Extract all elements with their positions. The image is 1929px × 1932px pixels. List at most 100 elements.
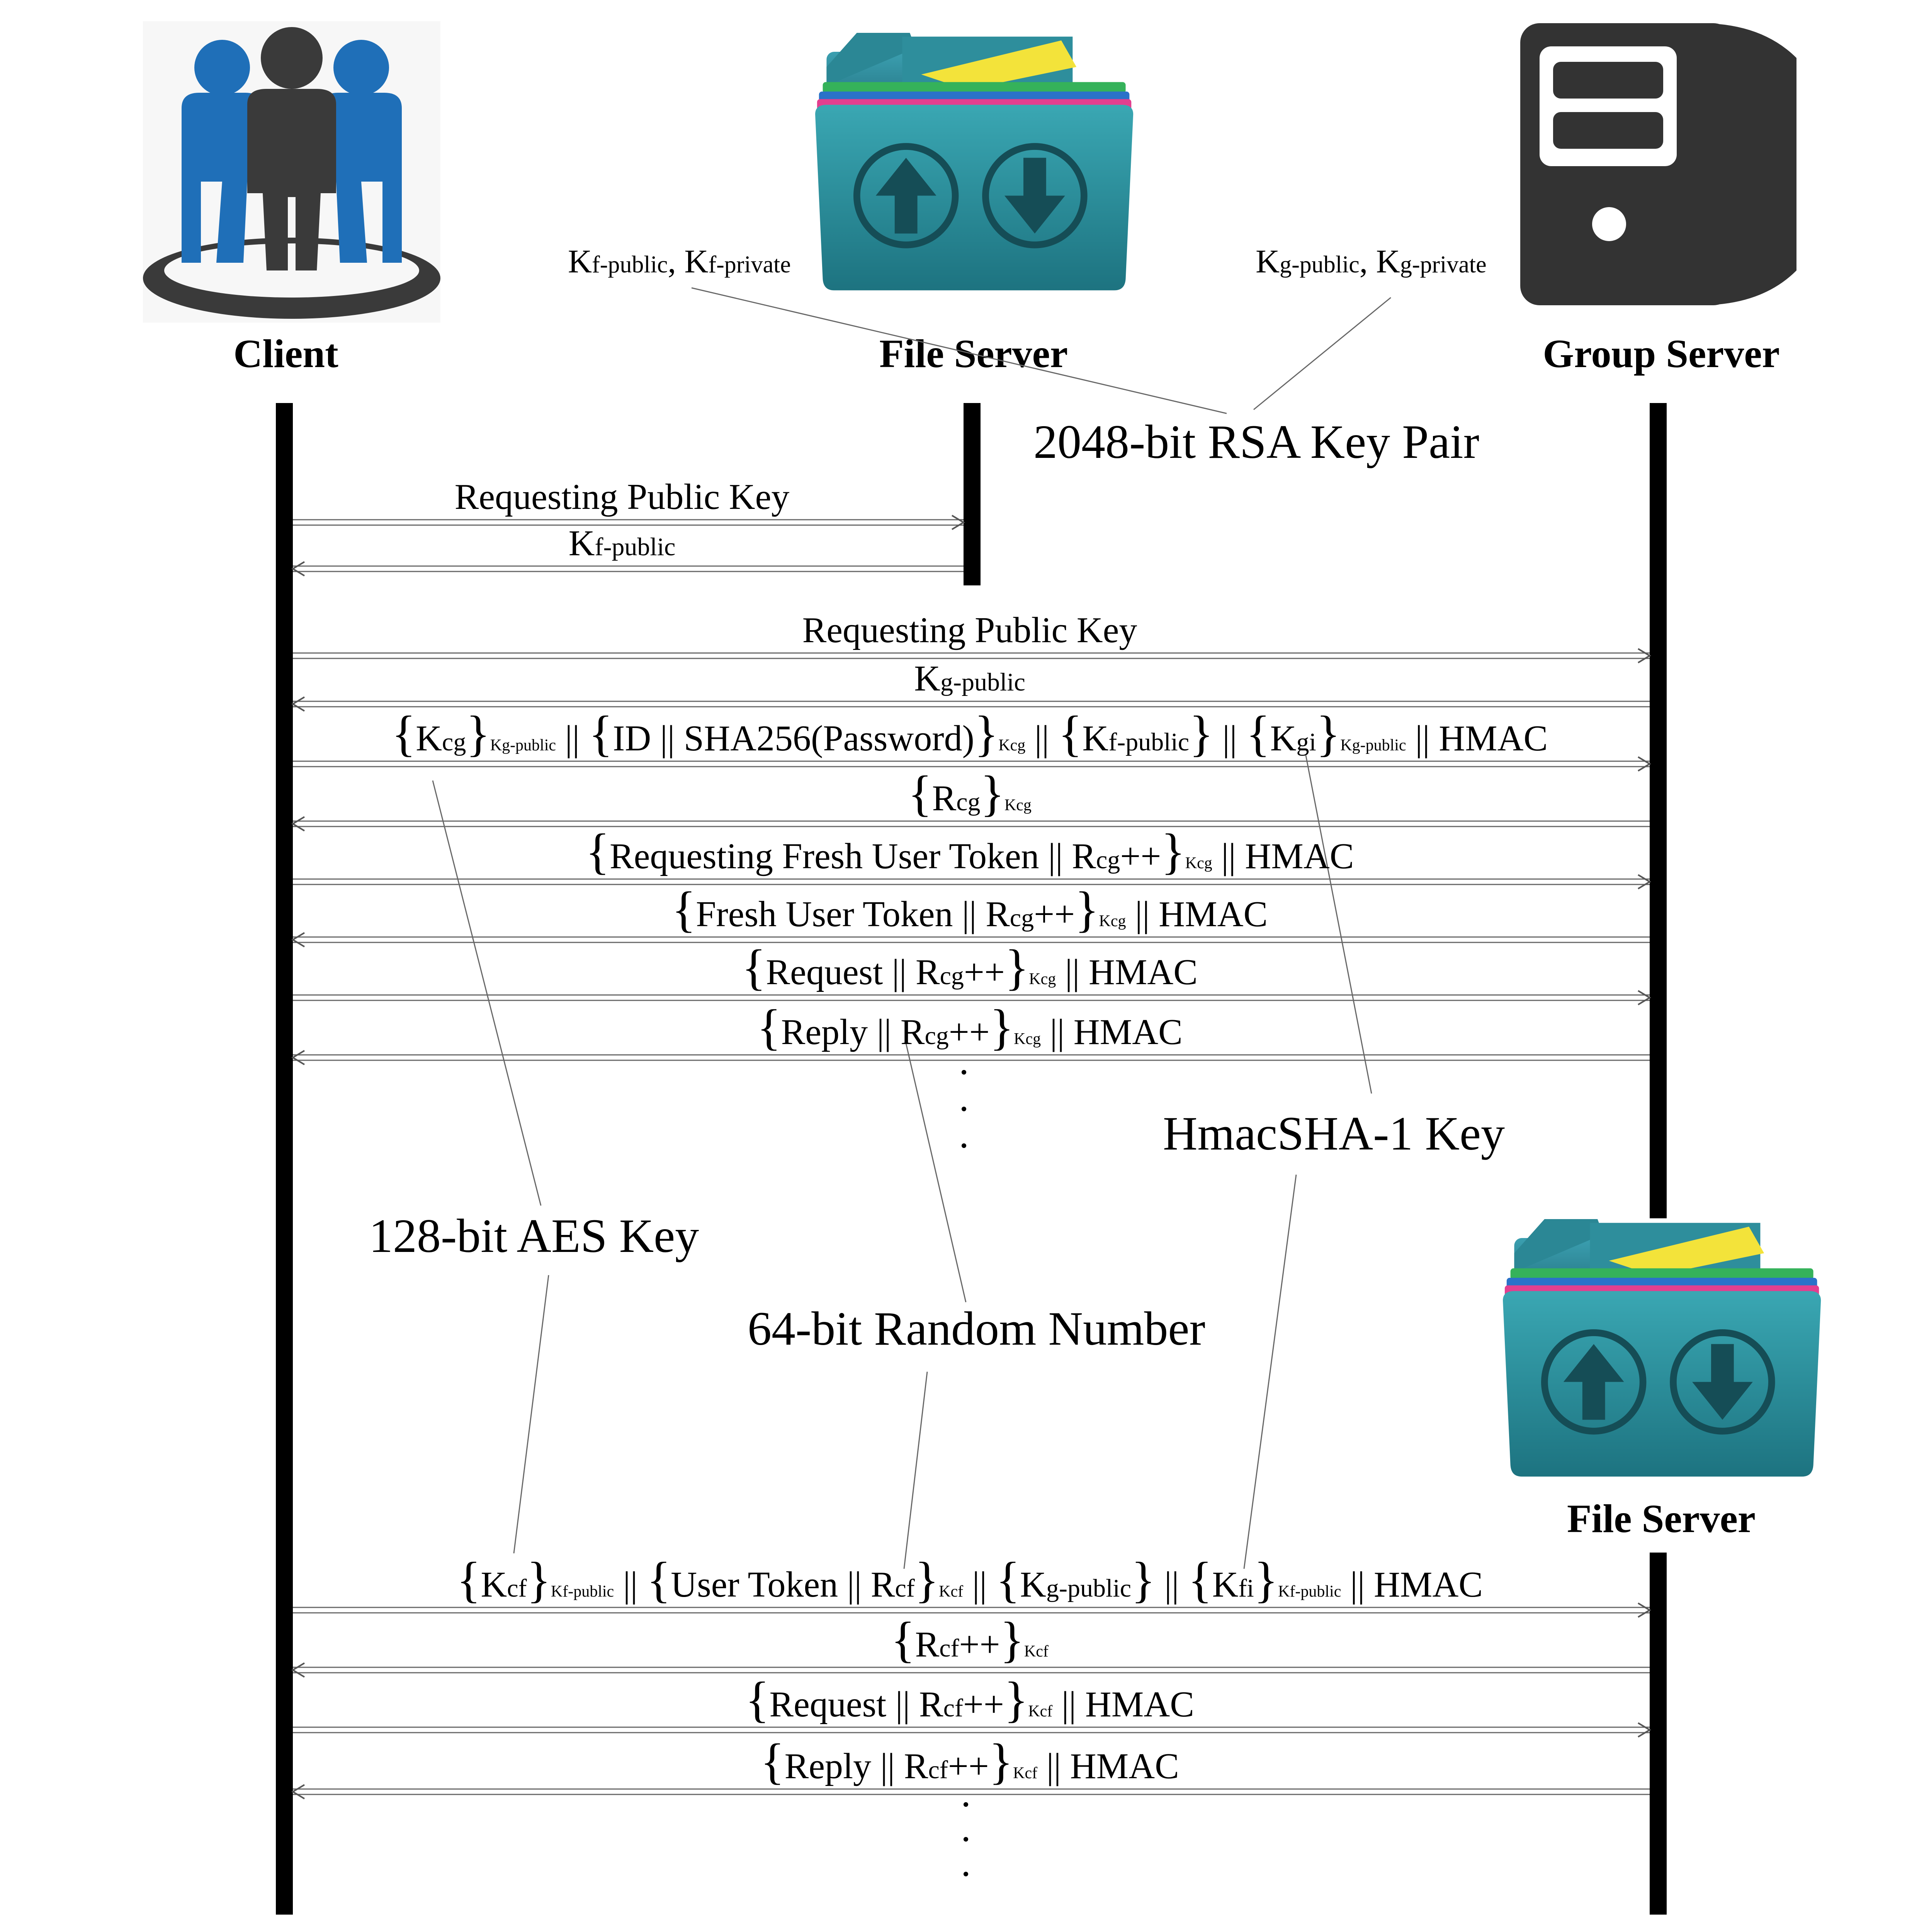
subscript-text: cg (1010, 904, 1034, 932)
arrowhead-right (951, 515, 965, 530)
brace-glyph: { (1188, 1552, 1212, 1608)
message-text: K (416, 718, 442, 759)
subscript-text: cf (895, 1574, 914, 1602)
brace-glyph: } (915, 1552, 939, 1608)
subscript-text: Kcg (1004, 796, 1032, 814)
message-text: || HMAC (1341, 1565, 1483, 1605)
client-group-icon (143, 21, 440, 323)
message-text: K (1020, 1565, 1046, 1605)
subscript-text: f-public (1108, 728, 1189, 756)
brace-glyph: } (1131, 1552, 1155, 1608)
message-text: Requesting Public Key (455, 477, 790, 517)
arrowhead-left (291, 1662, 305, 1678)
subscript-text: cg (956, 788, 980, 816)
subscript-text: fi (1238, 1574, 1254, 1602)
brace-glyph: } (1004, 1672, 1028, 1728)
subscript-text: gi (1297, 728, 1316, 756)
arrowhead-left (291, 561, 305, 577)
message-text: ++ (948, 1746, 989, 1786)
brace-glyph: { (1058, 706, 1082, 762)
brace-glyph: { (647, 1552, 671, 1608)
brace-glyph: { (1246, 706, 1270, 762)
arrowhead-right (1637, 756, 1651, 772)
message-text: K (914, 658, 940, 699)
message-label: {Fresh User Token || Rcg++}Kcg || HMAC (672, 882, 1268, 937)
group-server-label: Group Server (1543, 332, 1779, 376)
message-text: Requesting Public Key (802, 610, 1137, 650)
subscript-text: Kcg (1014, 1030, 1041, 1048)
message-label: Kf-public (569, 523, 676, 563)
message-text: Requesting Fresh User Token || R (610, 836, 1096, 876)
message-text: ID || SHA256(Password) (613, 718, 974, 759)
brace-glyph: } (527, 1552, 551, 1608)
subscript-text: cg (442, 728, 466, 756)
brace-glyph: { (589, 706, 613, 762)
subscript-text: cg (925, 1022, 948, 1050)
brace-glyph: } (1254, 1552, 1278, 1608)
message-text: Reply || R (781, 1012, 925, 1052)
message-text: || HMAC (1037, 1746, 1179, 1786)
subscript-text: cg (940, 962, 964, 990)
message-label: {Kcf}Kf-public || {User Token || Rcf}Kcf… (457, 1552, 1483, 1608)
message-text: K (1270, 718, 1297, 759)
brace-glyph: } (1189, 706, 1213, 762)
arrowhead-right (1637, 1602, 1651, 1618)
message-text: || HMAC (1052, 1684, 1194, 1725)
arrowhead-right (1637, 874, 1651, 889)
message-label: {Reply || Rcg++}Kcg || HMAC (757, 1000, 1183, 1055)
message-label: {Rcf++}Kcf (891, 1612, 1049, 1668)
brace-glyph: } (989, 1734, 1013, 1789)
subscript-text: Kg-public (490, 736, 556, 754)
message-label: {Request || Rcf++}Kcf || HMAC (745, 1672, 1194, 1728)
message-text: || HMAC (1126, 894, 1268, 934)
message-label: Requesting Public Key (455, 477, 790, 517)
brace-glyph: } (981, 766, 1004, 821)
rsa-annotation: 2048-bit RSA Key Pair (1033, 415, 1479, 468)
brace-glyph: } (1075, 882, 1099, 937)
file-server-lifeline (964, 403, 981, 585)
message-text: Reply || R (785, 1746, 928, 1786)
brace-glyph: } (1161, 824, 1185, 879)
message-text: ++ (1120, 836, 1161, 876)
arrowhead-left (291, 1784, 305, 1799)
message-label: {Reply || Rcf++}Kcf || HMAC (760, 1734, 1179, 1789)
group-server-lifeline (1650, 403, 1667, 1218)
message-text: K (481, 1565, 507, 1605)
subscript-text: cg (1096, 846, 1120, 874)
message-text: K (1082, 718, 1108, 759)
brace-glyph: { (745, 1672, 769, 1728)
message-text: ++ (949, 1012, 990, 1052)
aes-annotation: 128-bit AES Key (369, 1209, 699, 1262)
brace-glyph: { (908, 766, 932, 821)
ellipsis-dots-group-server (962, 1070, 966, 1148)
arrowhead-right (1637, 1722, 1651, 1738)
brace-glyph: { (760, 1734, 784, 1789)
brace-glyph: { (891, 1612, 915, 1668)
file-server-keypair-label: Kf-public, Kf-private (568, 243, 791, 280)
brace-glyph: { (392, 706, 416, 762)
message-text: R (915, 1624, 940, 1665)
brace-glyph: { (586, 824, 610, 879)
subscript-text: Kcf (939, 1583, 963, 1600)
brace-glyph: } (974, 706, 998, 762)
arrowhead-right (1637, 990, 1651, 1005)
client-label: Client (233, 332, 338, 376)
file-server-2-folder-icon (1503, 1219, 1821, 1476)
subscript-text: f-public (595, 533, 675, 561)
arrowhead-left (291, 696, 305, 712)
subscript-text: cf (939, 1634, 959, 1662)
subscript-text: Kcg (1099, 912, 1126, 930)
subscript-text: Kcg (1185, 854, 1212, 872)
subscript-text: Kcf (1013, 1764, 1037, 1782)
message-text: Fresh User Token || R (696, 894, 1010, 934)
message-text: R (932, 778, 957, 818)
message-text: || (556, 718, 589, 759)
brace-glyph: { (757, 1000, 781, 1055)
group-server-keypair-label: Kg-public, Kg-private (1256, 243, 1487, 280)
message-text: || HMAC (1406, 718, 1548, 759)
subscript-text: Kg-public (1340, 736, 1406, 754)
message-text: || (1213, 718, 1246, 759)
subscript-text: g-public (940, 668, 1025, 696)
arrowhead-right (1637, 648, 1651, 663)
